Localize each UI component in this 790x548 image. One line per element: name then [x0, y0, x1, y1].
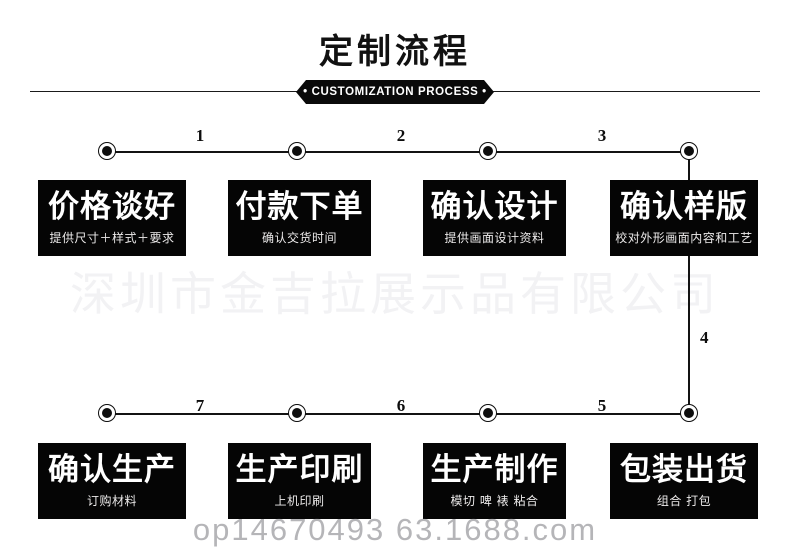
step-title: 生产制作: [430, 452, 559, 489]
timeline-node-bottom-1: [98, 404, 116, 422]
timeline-node-top-3: [479, 142, 497, 160]
step-subtitle: 确认交货时间: [261, 230, 337, 245]
step-card-packing-shipping: 包装出货 组合 打包: [610, 443, 758, 519]
segment-number-7: 7: [195, 396, 205, 415]
step-card-confirm-sample: 确认样版 校对外形画面内容和工艺: [610, 180, 758, 256]
timeline-node-top-4: [680, 142, 698, 160]
timeline-node-bottom-3: [479, 404, 497, 422]
segment-number-5: 5: [597, 396, 607, 415]
step-subtitle: 模切 啤 裱 粘合: [450, 493, 539, 508]
step-card-confirm-design: 确认设计 提供画面设计资料: [423, 180, 566, 256]
step-card-production-printing: 生产印刷 上机印刷: [228, 443, 371, 519]
step-card-price-agreed: 价格谈好 提供尺寸＋样式＋要求: [38, 180, 186, 256]
step-title: 生产印刷: [235, 452, 364, 489]
segment-number-1: 1: [195, 126, 205, 145]
customization-process-banner: • CUSTOMIZATION PROCESS •: [296, 80, 494, 104]
step-title: 价格谈好: [48, 189, 176, 226]
step-subtitle: 上机印刷: [274, 493, 325, 508]
timeline-track-bottom: [107, 413, 689, 415]
timeline-node-top-1: [98, 142, 116, 160]
step-subtitle: 订购材料: [86, 493, 137, 508]
step-title: 包装出货: [620, 452, 748, 489]
step-subtitle: 提供尺寸＋样式＋要求: [49, 230, 175, 245]
step-subtitle: 校对外形画面内容和工艺: [615, 230, 753, 245]
timeline-node-top-2: [288, 142, 306, 160]
segment-number-2: 2: [396, 126, 406, 145]
step-title: 确认设计: [430, 189, 559, 226]
step-subtitle: 组合 打包: [656, 493, 712, 508]
timeline-node-bottom-4: [680, 404, 698, 422]
segment-number-3: 3: [597, 126, 607, 145]
timeline-node-bottom-2: [288, 404, 306, 422]
step-card-payment-order: 付款下单 确认交货时间: [228, 180, 371, 256]
company-watermark: 深圳市金吉拉展示品有限公司: [70, 267, 720, 321]
step-title: 确认生产: [48, 452, 176, 489]
step-card-production-making: 生产制作 模切 啤 裱 粘合: [423, 443, 566, 519]
segment-number-6: 6: [396, 396, 406, 415]
timeline-track-top: [107, 151, 689, 153]
timeline-track-vertical: [688, 151, 690, 414]
step-title: 付款下单: [235, 189, 364, 226]
step-card-confirm-production: 确认生产 订购材料: [38, 443, 186, 519]
page-title: 定制流程: [319, 32, 471, 72]
step-title: 确认样版: [620, 189, 748, 226]
step-subtitle: 提供画面设计资料: [444, 230, 545, 245]
segment-number-4: 4: [700, 328, 709, 347]
